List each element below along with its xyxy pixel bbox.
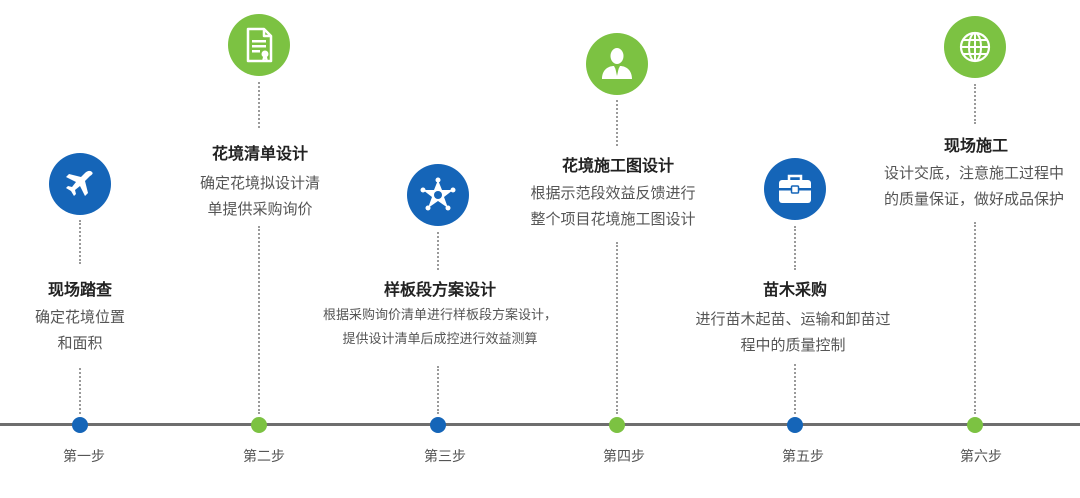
step-2-description: 确定花境拟设计清 单提供采购询价 xyxy=(130,170,390,222)
step-5-connector-bottom xyxy=(794,364,796,414)
step-1-icon-circle xyxy=(49,153,111,215)
step-2-connector-top xyxy=(258,82,260,128)
step-6-icon-circle xyxy=(944,16,1006,78)
step-1-desc-line-1: 确定花境位置 xyxy=(34,308,125,326)
step-5-dot xyxy=(787,417,803,433)
step-1-dot xyxy=(72,417,88,433)
step-1-label: 第一步 xyxy=(63,449,105,465)
step-6-desc-line-2: 的质量保证，做好成品保护 xyxy=(883,190,1064,208)
step-3-label: 第三步 xyxy=(424,449,466,465)
step-4-connector-top xyxy=(616,100,618,146)
step-6-label: 第六步 xyxy=(960,449,1002,465)
step-5-connector-top xyxy=(794,226,796,270)
timeline-line xyxy=(0,423,1080,426)
step-4-title: 花境施工图设计 xyxy=(561,156,674,175)
step-6-connector-bottom xyxy=(974,222,976,414)
step-3-connector-top xyxy=(437,232,439,270)
step-2-desc-line-1: 确定花境拟设计清 xyxy=(199,174,320,192)
airplane-icon xyxy=(62,166,98,202)
step-2-dot xyxy=(251,417,267,433)
step-4-label: 第四步 xyxy=(603,449,645,465)
step-4-description: 根据示范段效益反馈进行 整个项目花境施工图设计 xyxy=(483,180,743,232)
step-6-desc-line-1: 设计交底，注意施工过程中 xyxy=(883,164,1064,182)
step-2-title: 花境清单设计 xyxy=(211,144,308,163)
step-3-desc-line-2: 提供设计清单后成控进行效益测算 xyxy=(342,332,538,347)
step-3-desc-line-1: 根据采购询价清单进行样板段方案设计， xyxy=(322,308,557,323)
step-2-desc-line-2: 单提供采购询价 xyxy=(207,200,313,218)
step-2-connector-bottom xyxy=(258,226,260,414)
step-4-connector-bottom xyxy=(616,242,618,414)
person-icon xyxy=(598,45,636,83)
step-6-connector-top xyxy=(974,84,976,124)
step-1-connector-bottom xyxy=(79,368,81,414)
step-5-icon-circle xyxy=(764,158,826,220)
step-1-title: 现场踏查 xyxy=(47,280,112,299)
step-4-desc-line-1: 根据示范段效益反馈进行 xyxy=(530,184,696,202)
step-3-icon-circle xyxy=(407,164,469,226)
step-1-description: 确定花境位置 和面积 xyxy=(0,304,210,356)
star-badge-icon xyxy=(420,177,456,213)
step-3-connector-bottom xyxy=(437,366,439,414)
step-5-description: 进行苗木起苗、运输和卸苗过 程中的质量控制 xyxy=(663,306,923,358)
toolbox-icon xyxy=(776,172,814,206)
step-2-label: 第二步 xyxy=(243,449,285,465)
document-icon xyxy=(242,26,276,64)
step-2-icon-circle xyxy=(228,14,290,76)
step-3-description: 根据采购询价清单进行样板段方案设计， 提供设计清单后成控进行效益测算 xyxy=(310,304,570,352)
step-6-title: 现场施工 xyxy=(943,136,1008,155)
step-5-desc-line-1: 进行苗木起苗、运输和卸苗过 xyxy=(695,310,891,328)
step-4-desc-line-2: 整个项目花境施工图设计 xyxy=(530,210,696,228)
step-1-desc-line-2: 和面积 xyxy=(57,334,103,352)
step-1-connector-top xyxy=(79,220,81,264)
step-5-title: 苗木采购 xyxy=(762,280,827,299)
step-3-title: 样板段方案设计 xyxy=(383,280,496,299)
step-3-dot xyxy=(430,417,446,433)
step-5-label: 第五步 xyxy=(782,449,824,465)
step-6-dot xyxy=(967,417,983,433)
step-4-icon-circle xyxy=(586,33,648,95)
step-5-desc-line-2: 程中的质量控制 xyxy=(740,336,846,354)
globe-icon xyxy=(957,29,993,65)
step-4-dot xyxy=(609,417,625,433)
step-6-description: 设计交底，注意施工过程中 的质量保证，做好成品保护 xyxy=(844,160,1080,212)
